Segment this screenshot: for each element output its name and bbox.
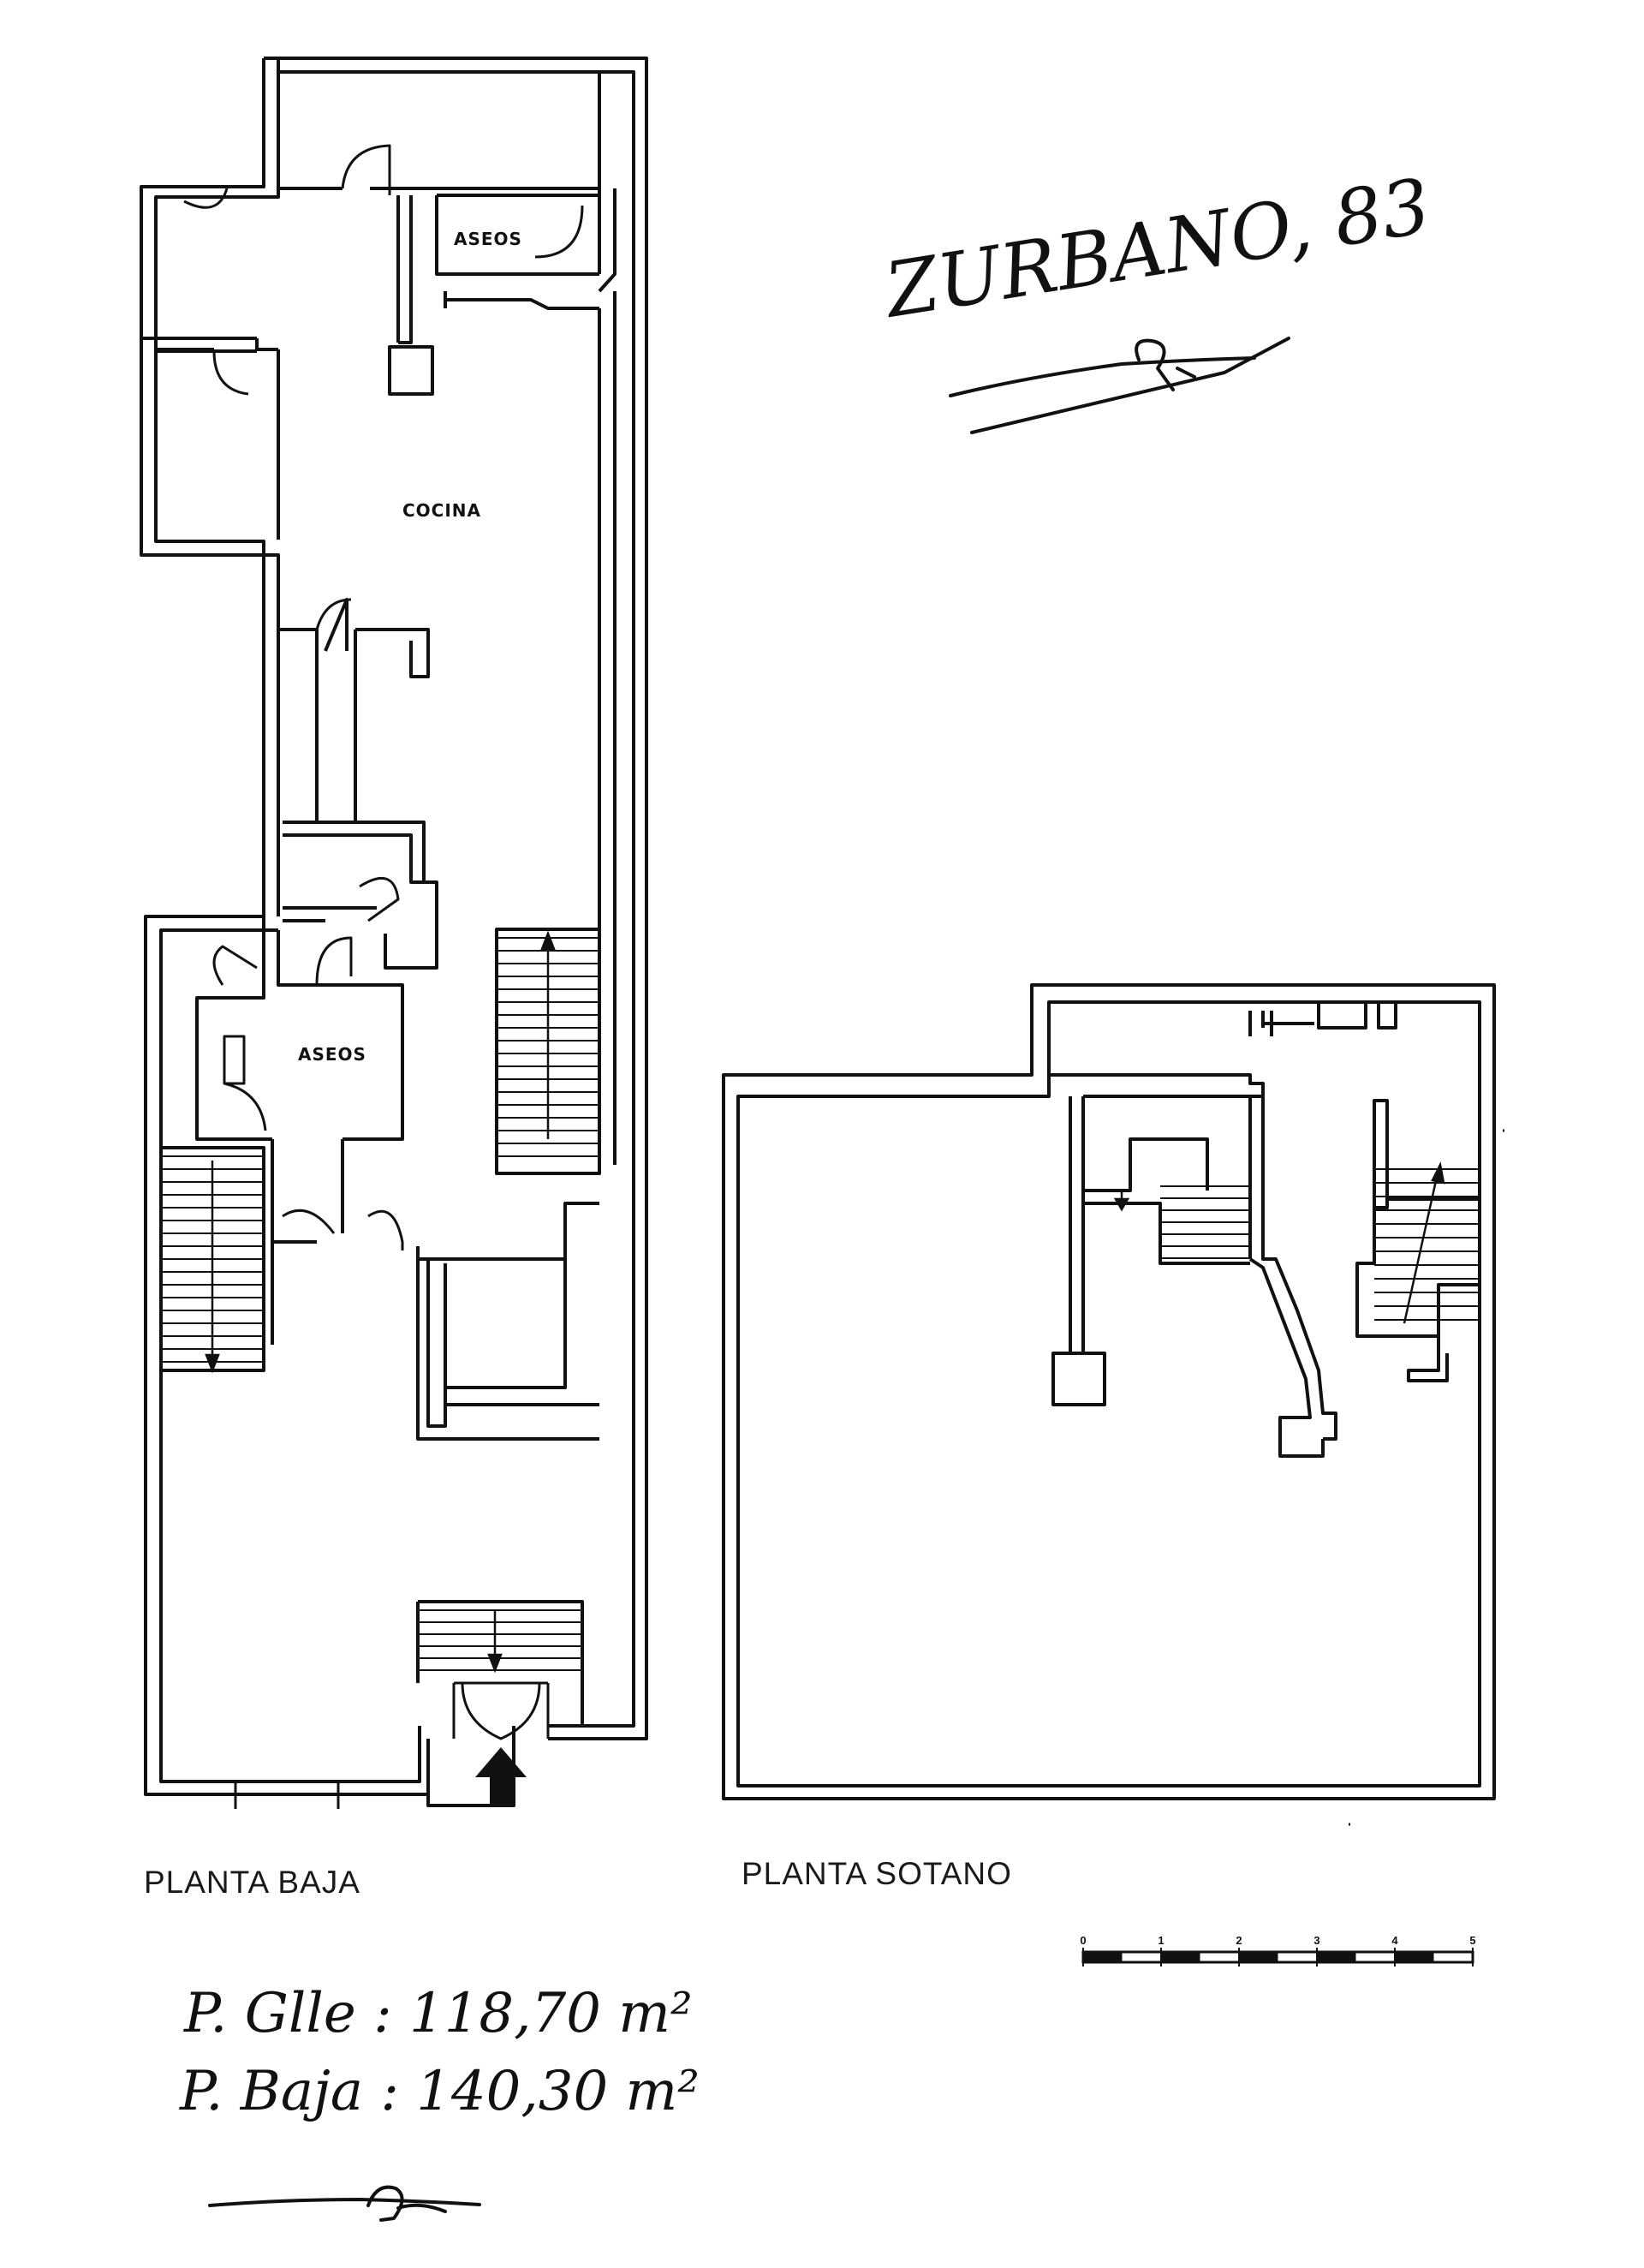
top-wing-walls xyxy=(140,58,280,930)
scale-bar-segment xyxy=(1161,1952,1200,1962)
room-label-aseos-lower: ASEOS xyxy=(298,1044,366,1065)
storage-walls xyxy=(278,598,430,824)
window-mark xyxy=(234,1782,340,1809)
caption-planta-sotano: PLANTA SOTANO xyxy=(742,1856,1012,1891)
stair-arrows xyxy=(205,930,1445,1674)
ground-floor-plan xyxy=(140,57,648,1809)
basement-plan xyxy=(722,983,1504,1826)
handwritten-area-line-2: P. Baja : 140,30 m² xyxy=(179,2060,700,2123)
basement-inner-wall xyxy=(736,1000,1481,1788)
scale-bar-segment xyxy=(1239,1952,1278,1962)
basement-interior-walls xyxy=(1083,1137,1250,1265)
door-swing xyxy=(223,1082,267,1131)
scale-tick-label: 4 xyxy=(1391,1934,1398,1947)
basement-stair-enclosure xyxy=(1069,1095,1337,1458)
scale-bar: 0 1 2 3 4 5 xyxy=(1080,1934,1476,1967)
aseos-lower-walls xyxy=(161,928,404,1244)
basement-nook-walls xyxy=(1248,1011,1273,1036)
door-swing xyxy=(341,144,391,195)
corridor-walls xyxy=(271,1202,599,1441)
door-swing xyxy=(282,1209,336,1234)
signature-bottom xyxy=(208,2185,481,2222)
room-label-cocina: COCINA xyxy=(402,500,481,521)
handwritten-area-line-1: P. Glle : 118,70 m² xyxy=(183,1982,693,2045)
scale-tick-label: 0 xyxy=(1080,1934,1086,1947)
aseos-top-walls xyxy=(435,194,599,310)
scale-bar-segment xyxy=(1083,1952,1123,1962)
basement-right-stair-walls xyxy=(1355,1099,1480,1382)
scale-tick-label: 1 xyxy=(1158,1934,1164,1947)
scale-tick-label: 5 xyxy=(1469,1934,1475,1947)
basement-outer-wall xyxy=(722,983,1496,1800)
door-swing xyxy=(367,1209,404,1250)
door-swing xyxy=(223,1035,246,1085)
service-core-walls xyxy=(283,821,438,970)
entrance-stair-outline xyxy=(416,1600,584,1726)
room-label-aseos-upper: ASEOS xyxy=(454,229,522,249)
door-swing xyxy=(183,188,229,209)
door-swing xyxy=(315,598,352,630)
door-swing xyxy=(315,936,353,986)
kitchen-east-wall xyxy=(598,291,616,1165)
scale-tick-label: 2 xyxy=(1236,1934,1242,1947)
stair-treads xyxy=(161,937,1480,1671)
basement-stair-box xyxy=(1051,1352,1106,1406)
small-room-walls xyxy=(156,348,280,540)
top-room-walls xyxy=(277,60,616,293)
caption-planta-baja: PLANTA BAJA xyxy=(144,1865,360,1900)
entrance-arrow-icon xyxy=(475,1747,527,1807)
interior-walls xyxy=(141,195,434,396)
scale-bar-segment xyxy=(1395,1952,1434,1962)
basement-nook-walls xyxy=(1049,1002,1397,1098)
entrance-double-door xyxy=(452,1681,550,1740)
scale-tick-label: 3 xyxy=(1313,1934,1319,1947)
handwritten-address: ZURBANO, 83 xyxy=(877,162,1436,336)
basement-marks xyxy=(1349,1129,1504,1826)
door-swing xyxy=(534,205,584,259)
door-swing xyxy=(212,350,249,396)
scale-bar-segment xyxy=(1317,1952,1356,1962)
door-swing xyxy=(212,945,258,986)
signature-top xyxy=(949,337,1290,434)
door-swing xyxy=(359,877,400,922)
